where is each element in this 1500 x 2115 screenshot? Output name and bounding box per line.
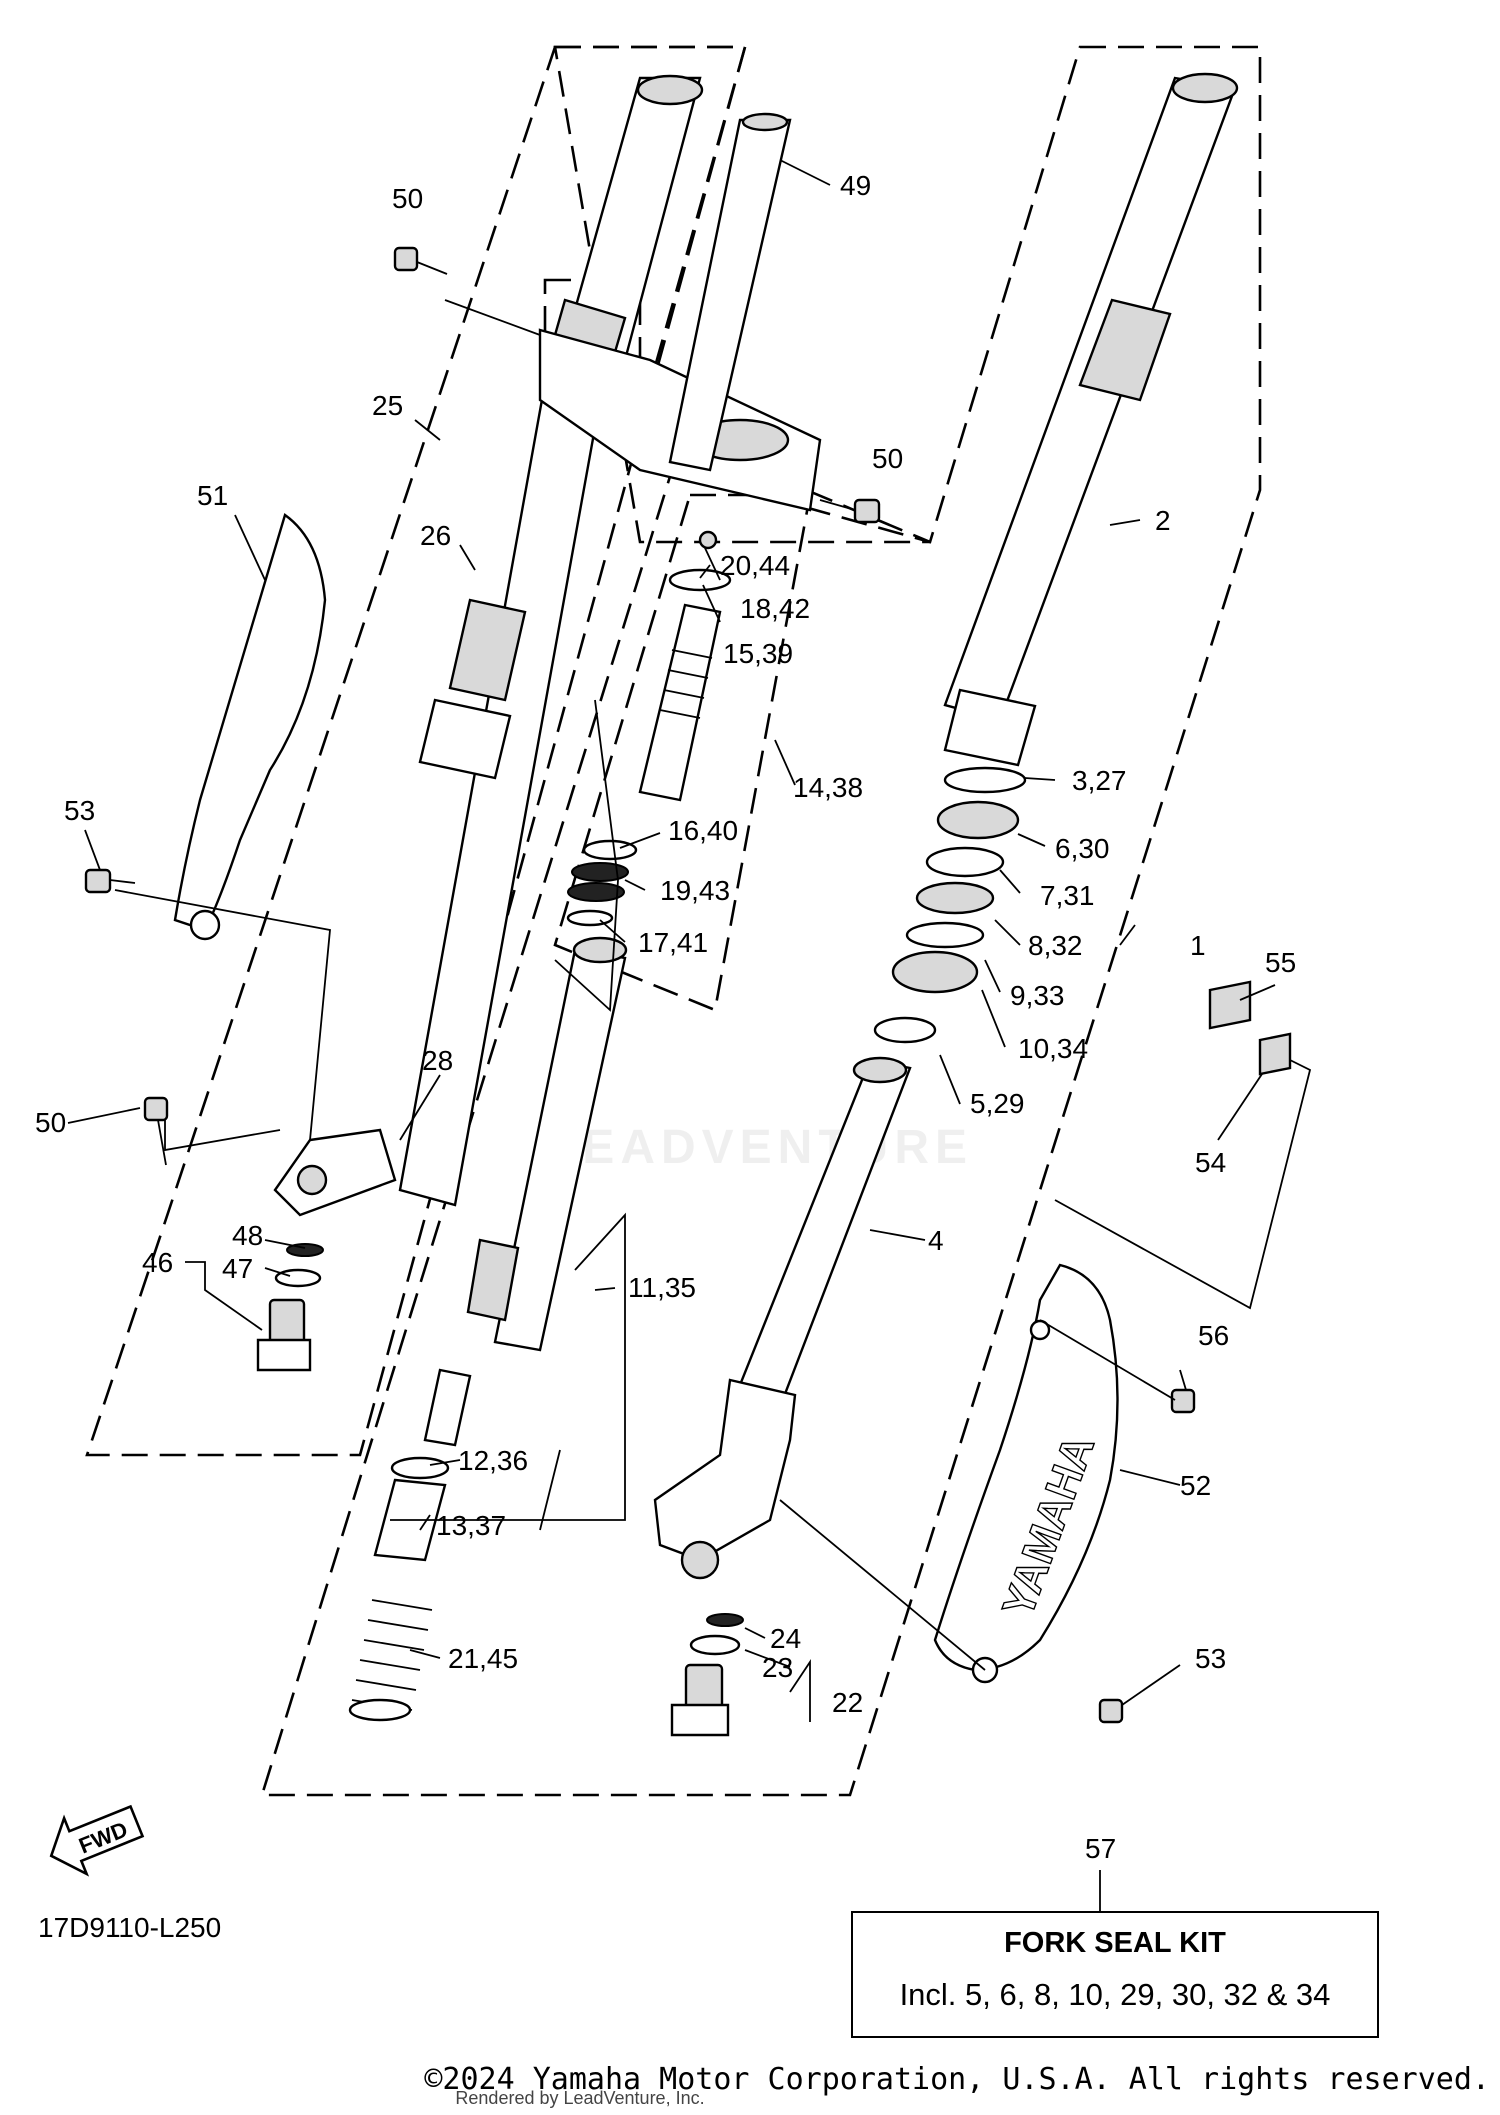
callout-7-31: 7,31: [1040, 880, 1095, 911]
callout-55: 55: [1265, 947, 1296, 978]
copyright-notice: ©2024 Yamaha Motor Corporation, U.S.A. A…: [0, 2062, 1500, 2097]
callout-9-33: 9,33: [1010, 980, 1065, 1011]
spring-21-45: [348, 1456, 450, 1722]
triple-clamp-assembly: [538, 112, 822, 512]
bolt-56: [1170, 1388, 1196, 1414]
callout-18-42: 18,42: [740, 593, 810, 624]
callout-15-39: 15,39: [723, 638, 793, 669]
callout-leaders: [67, 159, 1276, 1912]
callout-56: 56: [1198, 1320, 1229, 1351]
bracket-55: [1208, 980, 1252, 1030]
callout-48: 48: [232, 1220, 263, 1251]
callout-6-30: 6,30: [1055, 833, 1110, 864]
fork-seal-kit-box: FORK SEAL KIT Incl. 5, 6, 8, 10, 29, 30,…: [851, 1911, 1379, 2038]
base-valve-14-38: [566, 530, 732, 927]
callout-16-40: 16,40: [668, 815, 738, 846]
rendered-by: Rendered by LeadVenture, Inc.: [455, 2088, 705, 2108]
callout-57: 57: [1085, 1833, 1116, 1864]
drain-bolt-22: [670, 1613, 744, 1737]
callout-47: 47: [222, 1253, 253, 1284]
copyright-text: ©2024 Yamaha Motor Corporation, U.S.A. A…: [424, 2062, 1490, 2097]
callout-52: 52: [1180, 1470, 1211, 1501]
callout-53-left: 53: [64, 795, 95, 826]
callout-14-38: 14,38: [793, 772, 863, 803]
callout-11-35: 11,35: [628, 1272, 696, 1303]
callout-20-44: 20,44: [720, 550, 790, 581]
callout-28: 28: [422, 1045, 453, 1076]
callout-46: 46: [142, 1247, 173, 1278]
callout-2: 2: [1155, 505, 1171, 536]
drain-bolt-46: [256, 1243, 324, 1372]
callout-23: 23: [762, 1652, 793, 1683]
callout-12-36: 12,36: [458, 1445, 528, 1476]
kit-contents: Incl. 5, 6, 8, 10, 29, 30, 32 & 34: [900, 1977, 1331, 2012]
outer-tube-2: [943, 72, 1239, 767]
callout-10-34: 10,34: [1018, 1033, 1088, 1064]
fwd-arrow-icon: FWD: [49, 1804, 145, 1877]
bolt-53-left: [84, 868, 136, 894]
callout-25: 25: [372, 390, 403, 421]
seal-stack-3-10: [873, 766, 1027, 1044]
bracket-54: [1258, 1032, 1292, 1076]
connector-lines: [114, 299, 1312, 1671]
callout-3-27: 3,27: [1072, 765, 1127, 796]
callout-50-left: 50: [35, 1107, 66, 1138]
bolt-50-left: [143, 1096, 169, 1166]
callout-4: 4: [928, 1225, 944, 1256]
callout-24: 24: [770, 1623, 801, 1654]
fork-guard-52: YAMAHA: [933, 1263, 1119, 1684]
bolt-53-right: [1098, 1698, 1124, 1724]
watermark-logo: LEADVENTURE: [546, 1121, 974, 1174]
diagram-code: 17D9110-L250: [38, 1912, 221, 1943]
callout-50-right: 50: [872, 443, 903, 474]
bolt-50-right: [819, 498, 881, 524]
callout-13-37: 13,37: [436, 1510, 506, 1541]
callout-8-32: 8,32: [1028, 930, 1083, 961]
callout-49: 49: [840, 170, 871, 201]
callout-22: 22: [832, 1687, 863, 1718]
callout-labels: 1 2 3,27 4 5,29 6,30 7,31 8,32 9,33 10,3…: [35, 170, 1296, 1864]
bolt-50-top: [393, 246, 448, 275]
callout-51: 51: [197, 480, 228, 511]
group-outline-1: [260, 45, 1262, 1797]
callout-53-right: 53: [1195, 1643, 1226, 1674]
kit-title: FORK SEAL KIT: [1004, 1927, 1226, 1959]
inner-tube-26: [398, 74, 704, 1207]
callout-50-top: 50: [392, 183, 423, 214]
outer-tube-4: [653, 1056, 912, 1580]
callout-21-45: 21,45: [448, 1643, 518, 1674]
callout-19-43: 19,43: [660, 875, 730, 906]
callout-5-29: 5,29: [970, 1088, 1025, 1119]
callout-26: 26: [420, 520, 451, 551]
callout-1: 1: [1190, 930, 1206, 961]
axle-bracket-28: [273, 1128, 397, 1217]
callout-17-41: 17,41: [638, 927, 708, 958]
callout-54: 54: [1195, 1147, 1226, 1178]
fork-guard-51: [173, 513, 327, 941]
